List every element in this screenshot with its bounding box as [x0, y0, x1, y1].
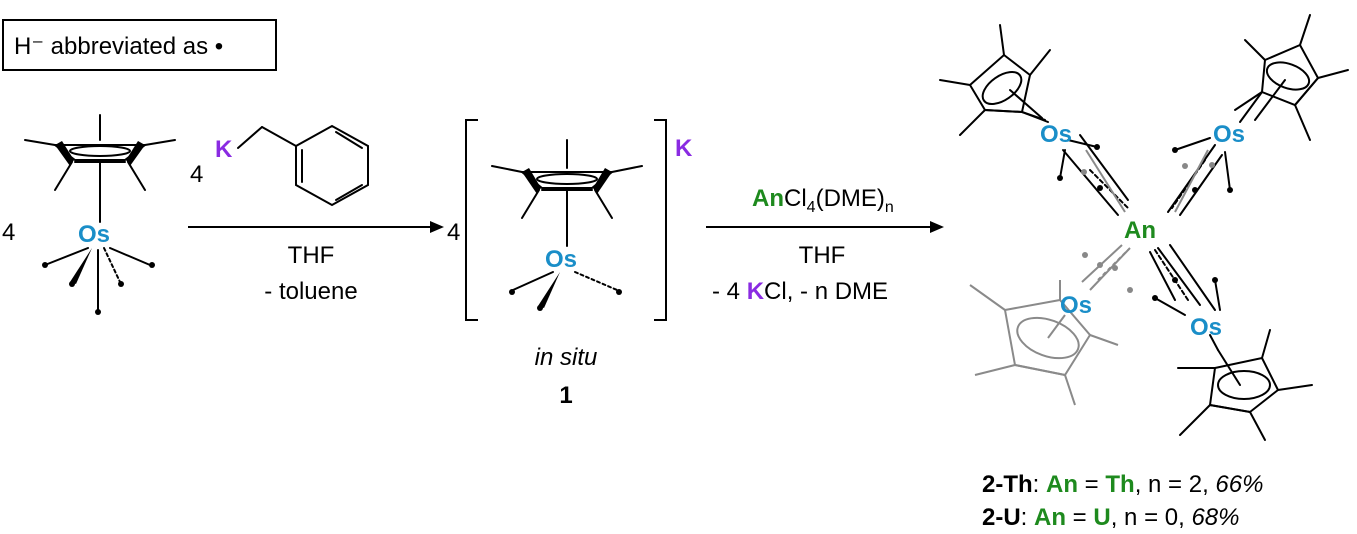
step1-byproduct: - toluene [264, 278, 357, 305]
benzyl-potassium: 4 K [190, 124, 369, 207]
cp-ring-lower-right [1177, 329, 1313, 441]
stoich-left: 4 [2, 219, 15, 246]
step2-reagent: AnCl4(DME)n [752, 185, 894, 216]
os-label-product-2: Os [1213, 121, 1245, 148]
cp-ring-upper-left [939, 24, 1051, 136]
step2-byproduct: - 4 KCl, - n DME [712, 278, 888, 305]
step2-solvent: THF [799, 242, 846, 269]
compound-1-label: 1 [559, 382, 572, 409]
stoich-benzyl: 4 [190, 161, 203, 188]
os-label-left: Os [78, 221, 110, 248]
result-2u: 2-U: An = U, n = 0, 68% [982, 504, 1239, 531]
k-label-benzyl: K [215, 136, 233, 163]
arrow-step-1: THF - toluene [188, 221, 444, 305]
result-2th: 2-Th: An = Th, n = 2, 66% [982, 471, 1263, 498]
results: 2-Th: An = Th, n = 2, 66% 2-U: An = U, n… [982, 471, 1263, 531]
hydride-bridges [1057, 134, 1233, 316]
an-center-label: An [1124, 217, 1156, 244]
cp-ring-upper-right [1234, 14, 1349, 141]
stoich-intermediate: 4 [447, 219, 460, 246]
reactant-cp-os-hydride: 4 Os [2, 114, 176, 315]
step1-solvent: THF [288, 242, 335, 269]
os-label-product-3: Os [1060, 292, 1092, 319]
product-complex: Os Os Os Os An [939, 14, 1349, 441]
in-situ-label: in situ [535, 344, 598, 371]
intermediate-1: 4 K Os in situ 1 [447, 119, 693, 409]
arrow-step-2: AnCl4(DME)n THF - 4 KCl, - n DME [706, 185, 944, 305]
legend-box: H⁻ abbreviated as • [2, 19, 277, 71]
os-label-intermediate: Os [545, 246, 577, 273]
os-label-product-1: Os [1040, 121, 1072, 148]
cp-ring-lower-left [969, 280, 1119, 406]
k-counterion: K [675, 135, 693, 162]
legend-text: H⁻ abbreviated as • [14, 33, 223, 60]
os-label-product-4: Os [1190, 314, 1222, 341]
